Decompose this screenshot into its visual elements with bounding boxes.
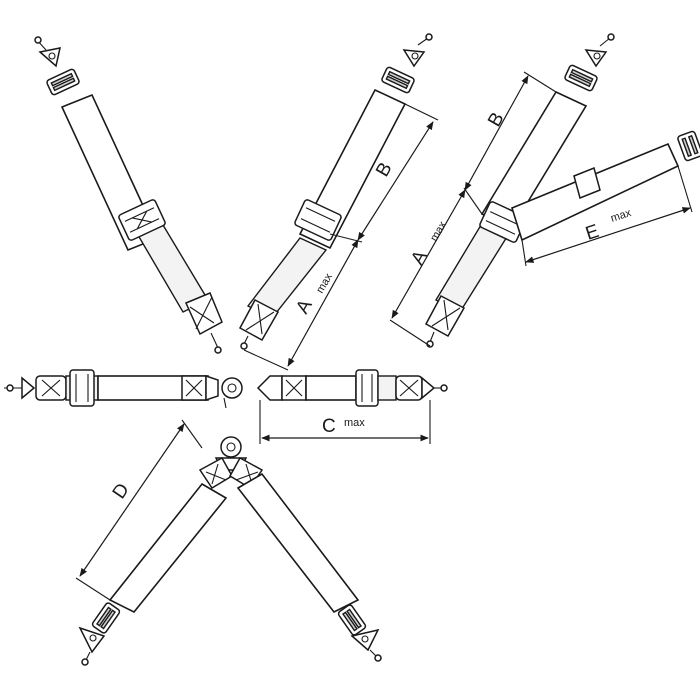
- eye-bolt-icon: [402, 33, 433, 68]
- eye-bolt-icon: [350, 628, 382, 662]
- dimension-e-max-label: max: [609, 207, 633, 225]
- dimension-c-label: C: [322, 416, 336, 437]
- eye-bolt-icon: [78, 626, 106, 666]
- crotch-straps: D: [75, 419, 382, 666]
- shoulder-strap-right: B A max E max: [389, 33, 700, 348]
- eye-bolt-icon: [584, 33, 615, 68]
- dimension-a-max-label: max: [314, 271, 335, 295]
- dimension-e-label: E: [583, 221, 602, 245]
- anchor-plate-icon: [564, 64, 598, 92]
- dimension-c: C max: [259, 400, 431, 444]
- cam-lock-buckle-icon: [221, 377, 243, 409]
- dimension-a-label: A: [292, 296, 317, 318]
- eye-bolt-icon: [34, 36, 61, 68]
- dimension-a-label: A: [407, 247, 432, 269]
- adjuster-buckle-icon: [294, 199, 342, 241]
- shoulder-strap-left: [34, 36, 223, 354]
- lap-belt-left: [4, 369, 243, 409]
- dimension-d-label: D: [109, 480, 134, 503]
- dimension-b-label: B: [484, 109, 509, 130]
- lap-belt-right: C max: [256, 369, 448, 444]
- dimension-c-max-label: max: [344, 417, 365, 429]
- shoulder-strap-middle: B A max: [238, 33, 439, 371]
- dimension-b-label: B: [372, 159, 397, 180]
- anchor-plate-icon: [46, 68, 80, 96]
- adjuster-buckle-icon: [118, 199, 166, 241]
- anchor-plate-icon: [91, 602, 121, 634]
- anchor-plate-icon: [337, 604, 367, 636]
- anchor-plate-icon: [381, 66, 415, 94]
- anchor-plate-icon: [677, 130, 700, 162]
